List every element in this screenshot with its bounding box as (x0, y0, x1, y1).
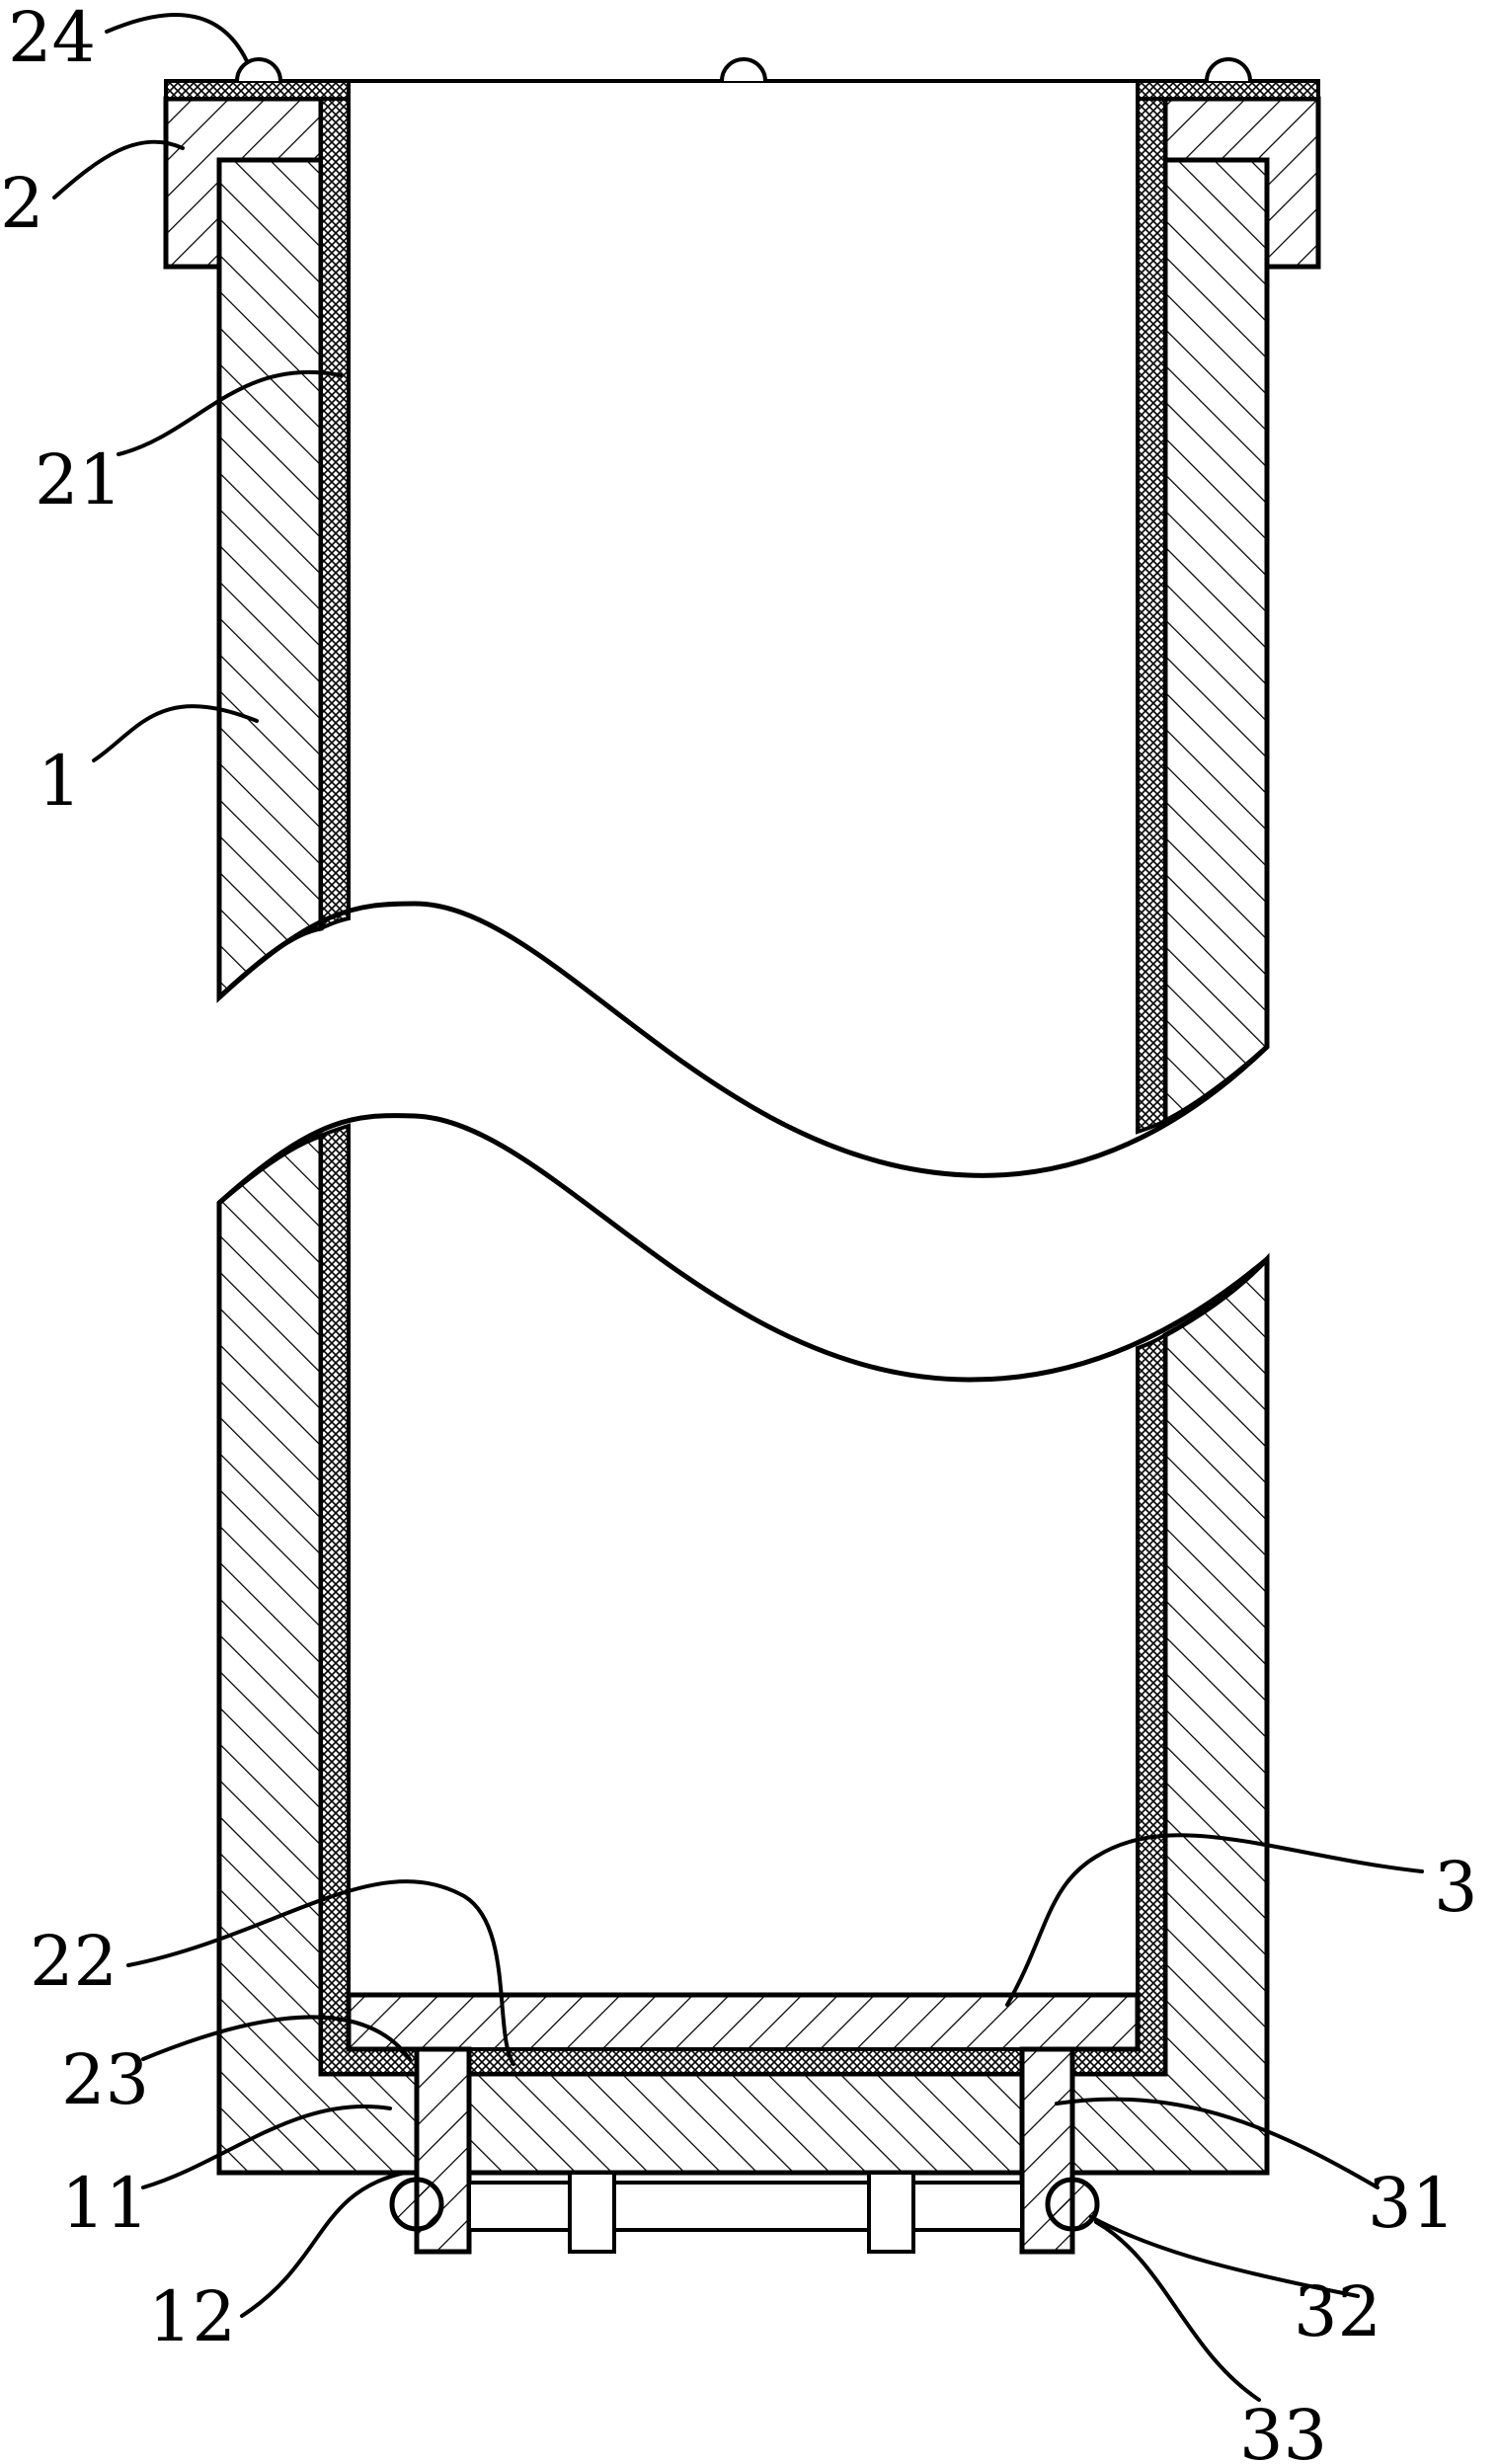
top-bump-left (235, 57, 282, 82)
top-bump-right (1205, 57, 1252, 82)
rail-tab-left (568, 2171, 616, 2254)
right-tube-wall-upper (1162, 157, 1270, 1126)
leader-lines (52, 13, 1424, 2402)
label-31: 31 (1368, 2163, 1456, 2244)
label-33: 33 (1239, 2395, 1327, 2464)
middle-lining-strip (467, 2047, 1024, 2076)
left-inner-lining-lower (319, 1123, 419, 2076)
label-3: 3 (1434, 1847, 1478, 1928)
left-inner-lining-upper (319, 97, 351, 932)
right-top-lining (1136, 79, 1320, 101)
rail-tab-right (867, 2171, 915, 2254)
base-block (466, 2071, 1025, 2176)
right-inner-lining-upper (1136, 97, 1167, 1135)
break-curve-upper (217, 901, 1269, 1178)
label-24: 24 (8, 0, 96, 78)
seal-ring-left (389, 2177, 444, 2232)
label-21: 21 (35, 439, 122, 520)
break-curve-lower (217, 1113, 1269, 1383)
label-23: 23 (61, 2039, 149, 2120)
right-tube-wall-lower (1069, 1252, 1270, 2176)
right-inner-lining-lower (1070, 1331, 1167, 2076)
bottom-section (216, 1113, 1270, 2255)
label-22: 22 (30, 1921, 118, 2002)
top-section (163, 57, 1321, 1178)
bottom-rail (467, 2181, 1024, 2232)
left-tube-wall-upper (216, 157, 324, 1003)
label-32: 32 (1294, 2271, 1381, 2352)
top-bump-center (720, 57, 767, 82)
label-2: 2 (0, 163, 44, 244)
left-top-lining (164, 79, 351, 101)
label-12: 12 (148, 2276, 236, 2357)
label-1: 1 (38, 741, 82, 822)
seal-ring-right (1045, 2177, 1100, 2232)
label-11: 11 (61, 2163, 149, 2244)
